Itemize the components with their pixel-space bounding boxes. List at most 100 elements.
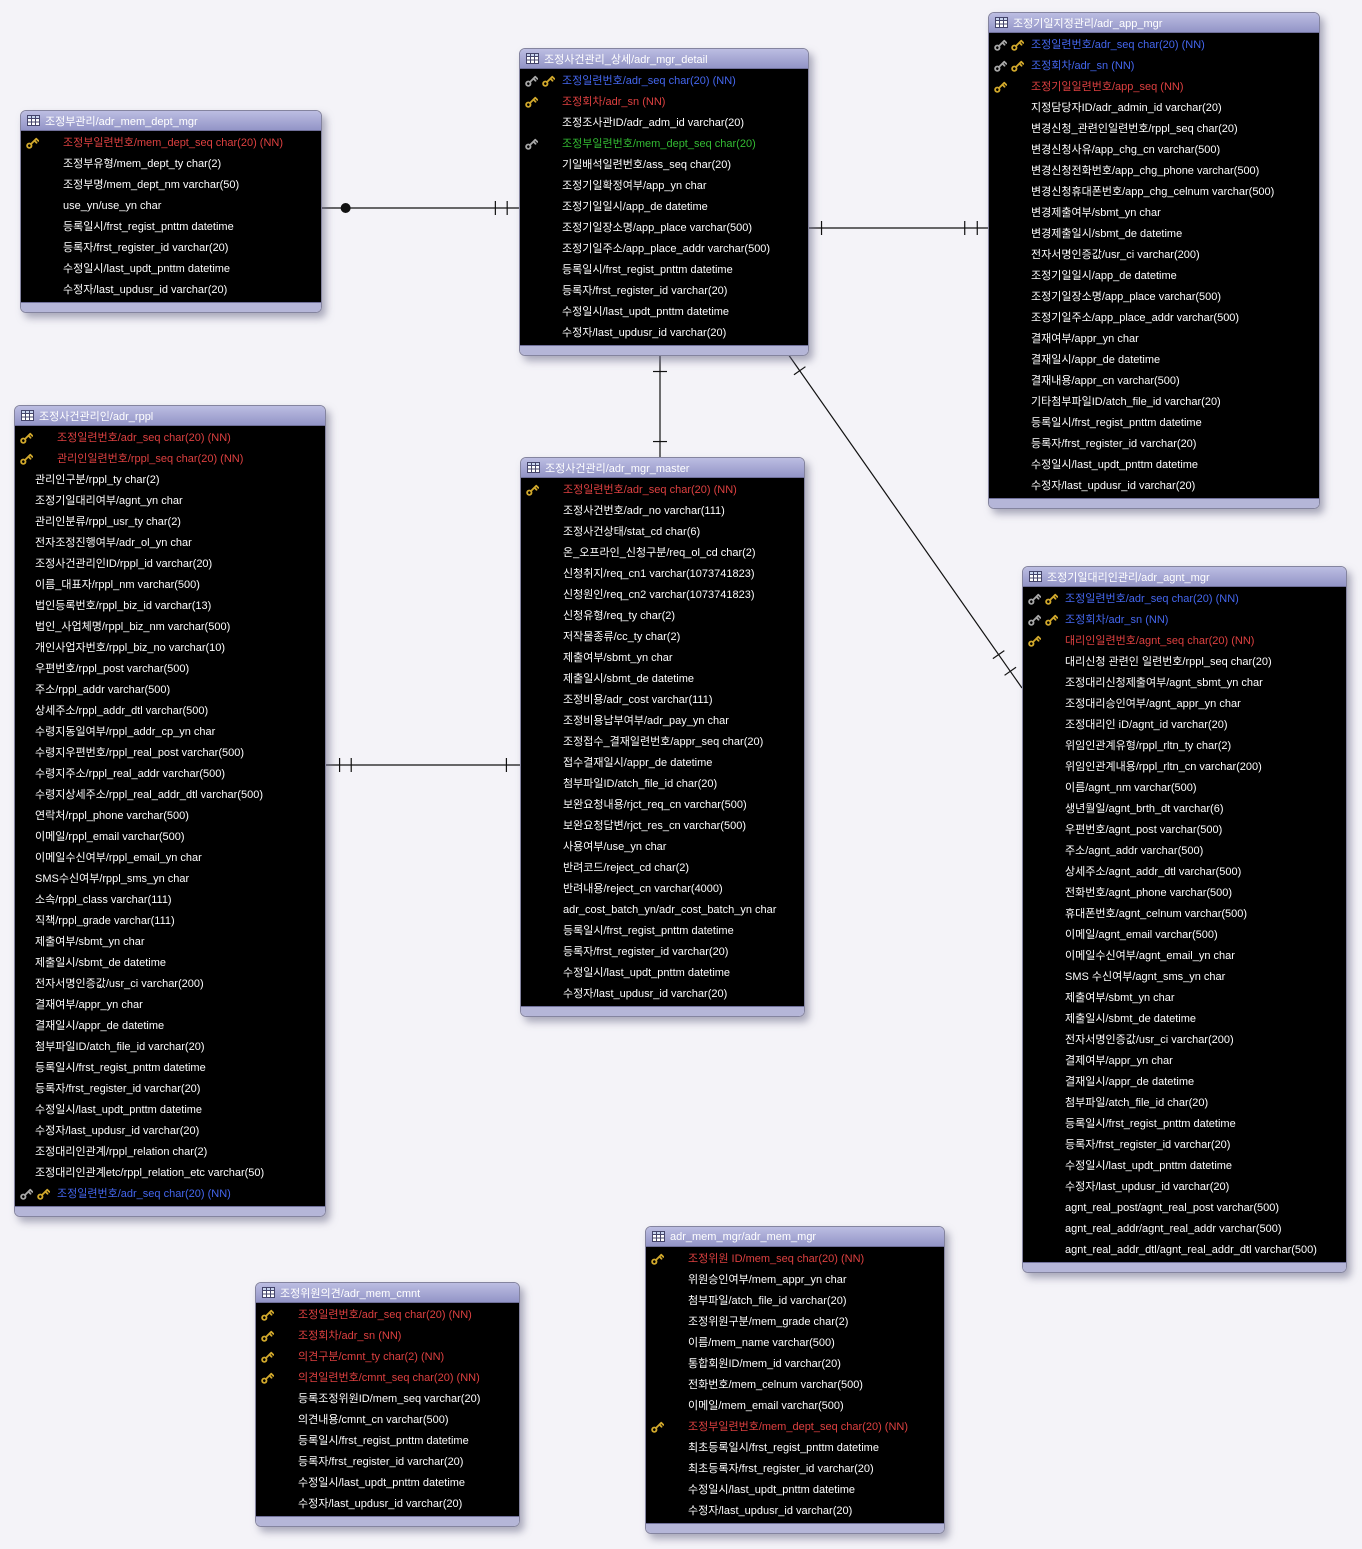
field-row[interactable]: 등록조정위원ID/mem_seq varchar(20) [256, 1389, 519, 1410]
field-row[interactable]: 조정일련번호/adr_seq char(20) (NN) [520, 71, 808, 92]
field-row[interactable]: 등록자/frst_register_id varchar(20) [15, 1079, 325, 1100]
field-row[interactable]: 이메일수신여부/rppl_email_yn char [15, 848, 325, 869]
field-row[interactable]: 수정일시/last_updt_pnttm datetime [989, 455, 1319, 476]
field-row[interactable]: 우편번호/rppl_post varchar(500) [15, 659, 325, 680]
field-row[interactable]: 조정기일확정여부/app_yn char [520, 176, 808, 197]
field-row[interactable]: 관리인일련번호/rppl_seq char(20) (NN) [15, 449, 325, 470]
field-row[interactable]: 조정회차/adr_sn (NN) [520, 92, 808, 113]
field-row[interactable]: 주소/rppl_addr varchar(500) [15, 680, 325, 701]
field-row[interactable]: 보완요청내용/rjct_req_cn varchar(500) [521, 795, 804, 816]
field-row[interactable]: 전자서명인증값/usr_ci varchar(200) [1023, 1030, 1346, 1051]
field-row[interactable]: 반려내용/reject_cn varchar(4000) [521, 879, 804, 900]
field-row[interactable]: 제출여부/sbmt_yn char [521, 648, 804, 669]
field-row[interactable]: 제출일시/sbmt_de datetime [15, 953, 325, 974]
field-row[interactable]: 조정대리승인여부/agnt_appr_yn char [1023, 694, 1346, 715]
field-row[interactable]: 전자서명인증값/usr_ci varchar(200) [989, 245, 1319, 266]
field-row[interactable]: 전자조정진행여부/adr_ol_yn char [15, 533, 325, 554]
entity-header[interactable]: 조정사건관리인/adr_rppl [15, 406, 325, 426]
field-row[interactable]: 조정비용납부여부/adr_pay_yn char [521, 711, 804, 732]
field-row[interactable]: 수령지동일여부/rppl_addr_cp_yn char [15, 722, 325, 743]
entity-header[interactable]: 조정위원의견/adr_mem_cmnt [256, 1283, 519, 1303]
field-row[interactable]: 결재내용/appr_cn varchar(500) [989, 371, 1319, 392]
field-row[interactable]: agnt_real_post/agnt_real_post varchar(50… [1023, 1198, 1346, 1219]
field-row[interactable]: 이메일/mem_email varchar(500) [646, 1396, 944, 1417]
field-row[interactable]: 사용여부/use_yn char [521, 837, 804, 858]
field-row[interactable]: 조정기일일련번호/app_seq (NN) [989, 77, 1319, 98]
field-row[interactable]: 지정담당자ID/adr_admin_id varchar(20) [989, 98, 1319, 119]
field-row[interactable]: 변경제출여부/sbmt_yn char [989, 203, 1319, 224]
field-row[interactable]: 이메일수신여부/agnt_email_yn char [1023, 946, 1346, 967]
field-row[interactable]: 조정일련번호/adr_seq char(20) (NN) [15, 1184, 325, 1205]
field-row[interactable]: 조정기일장소명/app_place varchar(500) [989, 287, 1319, 308]
field-row[interactable]: 수령지우편번호/rppl_real_post varchar(500) [15, 743, 325, 764]
field-row[interactable]: 조정기일일시/app_de datetime [989, 266, 1319, 287]
field-row[interactable]: 수정일시/last_updt_pnttm datetime [256, 1473, 519, 1494]
field-row[interactable]: 의견구분/cmnt_ty char(2) (NN) [256, 1347, 519, 1368]
field-row[interactable]: 조정부명/mem_dept_nm varchar(50) [21, 175, 321, 196]
field-row[interactable]: 기타첨부파일ID/atch_file_id varchar(20) [989, 392, 1319, 413]
field-row[interactable]: 결재일시/appr_de datetime [1023, 1072, 1346, 1093]
field-row[interactable]: 접수결재일시/appr_de datetime [521, 753, 804, 774]
field-row[interactable]: 결재여부/appr_yn char [989, 329, 1319, 350]
field-row[interactable]: 기일배석일련번호/ass_seq char(20) [520, 155, 808, 176]
field-row[interactable]: 등록자/frst_register_id varchar(20) [520, 281, 808, 302]
field-row[interactable]: 조정기일주소/app_place_addr varchar(500) [520, 239, 808, 260]
field-row[interactable]: 관리인구분/rppl_ty char(2) [15, 470, 325, 491]
field-row[interactable]: 제출일시/sbmt_de datetime [1023, 1009, 1346, 1030]
field-row[interactable]: 제출일시/sbmt_de datetime [521, 669, 804, 690]
field-row[interactable]: 조정위원구분/mem_grade char(2) [646, 1312, 944, 1333]
field-row[interactable]: 등록일시/frst_regist_pnttm datetime [1023, 1114, 1346, 1135]
field-row[interactable]: 수정자/last_updusr_id varchar(20) [646, 1501, 944, 1522]
field-row[interactable]: 수정자/last_updusr_id varchar(20) [21, 280, 321, 301]
field-row[interactable]: agnt_real_addr/agnt_real_addr varchar(50… [1023, 1219, 1346, 1240]
field-row[interactable]: 첨부파일ID/atch_file_id char(20) [521, 774, 804, 795]
field-row[interactable]: 수정자/last_updusr_id varchar(20) [520, 323, 808, 344]
field-row[interactable]: 조정부일련번호/mem_dept_seq char(20) (NN) [21, 133, 321, 154]
field-row[interactable]: 조정대리신청제출여부/agnt_sbmt_yn char [1023, 673, 1346, 694]
field-row[interactable]: 수정일시/last_updt_pnttm datetime [520, 302, 808, 323]
relationship-mem_dept_mgr-to-mgr_detail[interactable] [322, 201, 519, 215]
field-row[interactable]: 수정자/last_updusr_id varchar(20) [521, 984, 804, 1005]
field-row[interactable]: 수정일시/last_updt_pnttm datetime [521, 963, 804, 984]
field-row[interactable]: 조정조사관ID/adr_adm_id varchar(20) [520, 113, 808, 134]
field-row[interactable]: 상세주소/agnt_addr_dtl varchar(500) [1023, 862, 1346, 883]
entity-header[interactable]: 조정기일지정관리/adr_app_mgr [989, 13, 1319, 33]
field-row[interactable]: 조정일련번호/adr_seq char(20) (NN) [15, 428, 325, 449]
field-row[interactable]: 조정일련번호/adr_seq char(20) (NN) [521, 480, 804, 501]
field-row[interactable]: 등록자/frst_register_id varchar(20) [989, 434, 1319, 455]
field-row[interactable]: 변경신청사유/app_chg_cn varchar(500) [989, 140, 1319, 161]
field-row[interactable]: 변경제출일시/sbmt_de datetime [989, 224, 1319, 245]
field-row[interactable]: 위임인관계유형/rppl_rltn_ty char(2) [1023, 736, 1346, 757]
field-row[interactable]: 조정대리인관계etc/rppl_relation_etc varchar(50) [15, 1163, 325, 1184]
field-row[interactable]: 결제여부/appr_yn char [1023, 1051, 1346, 1072]
field-row[interactable]: 등록일시/frst_regist_pnttm datetime [15, 1058, 325, 1079]
field-row[interactable]: 관리인분류/rppl_usr_ty char(2) [15, 512, 325, 533]
field-row[interactable]: 등록일시/frst_regist_pnttm datetime [520, 260, 808, 281]
field-row[interactable]: 휴대폰번호/agnt_celnum varchar(500) [1023, 904, 1346, 925]
field-row[interactable]: 수정일시/last_updt_pnttm datetime [646, 1480, 944, 1501]
field-row[interactable]: 법인등록번호/rppl_biz_id varchar(13) [15, 596, 325, 617]
field-row[interactable]: 조정회차/adr_sn (NN) [256, 1326, 519, 1347]
field-row[interactable]: 조정비용/adr_cost varchar(111) [521, 690, 804, 711]
field-row[interactable]: 조정부일련번호/mem_dept_seq char(20) [520, 134, 808, 155]
field-row[interactable]: 변경신청_관련인일련번호/rppl_seq char(20) [989, 119, 1319, 140]
relationship-mgr_detail-to-mgr_master[interactable] [653, 354, 667, 457]
field-row[interactable]: 수정자/last_updusr_id varchar(20) [256, 1494, 519, 1515]
field-row[interactable]: 최초등록일시/frst_regist_pnttm datetime [646, 1438, 944, 1459]
field-row[interactable]: 조정부일련번호/mem_dept_seq char(20) (NN) [646, 1417, 944, 1438]
field-row[interactable]: 전화번호/mem_celnum varchar(500) [646, 1375, 944, 1396]
field-row[interactable]: 위임인관계내용/rppl_rltn_cn varchar(200) [1023, 757, 1346, 778]
field-row[interactable]: 보완요청답변/rjct_res_cn varchar(500) [521, 816, 804, 837]
field-row[interactable]: 개인사업자번호/rppl_biz_no varchar(10) [15, 638, 325, 659]
field-row[interactable]: 조정사건상태/stat_cd char(6) [521, 522, 804, 543]
field-row[interactable]: 결재일시/appr_de datetime [15, 1016, 325, 1037]
field-row[interactable]: 전자서명인증값/usr_ci varchar(200) [15, 974, 325, 995]
field-row[interactable]: 조정대리인 iD/agnt_id varchar(20) [1023, 715, 1346, 736]
field-row[interactable]: 조정접수_결재일련번호/appr_seq char(20) [521, 732, 804, 753]
entity-header[interactable]: 조정부관리/adr_mem_dept_mgr [21, 111, 321, 131]
